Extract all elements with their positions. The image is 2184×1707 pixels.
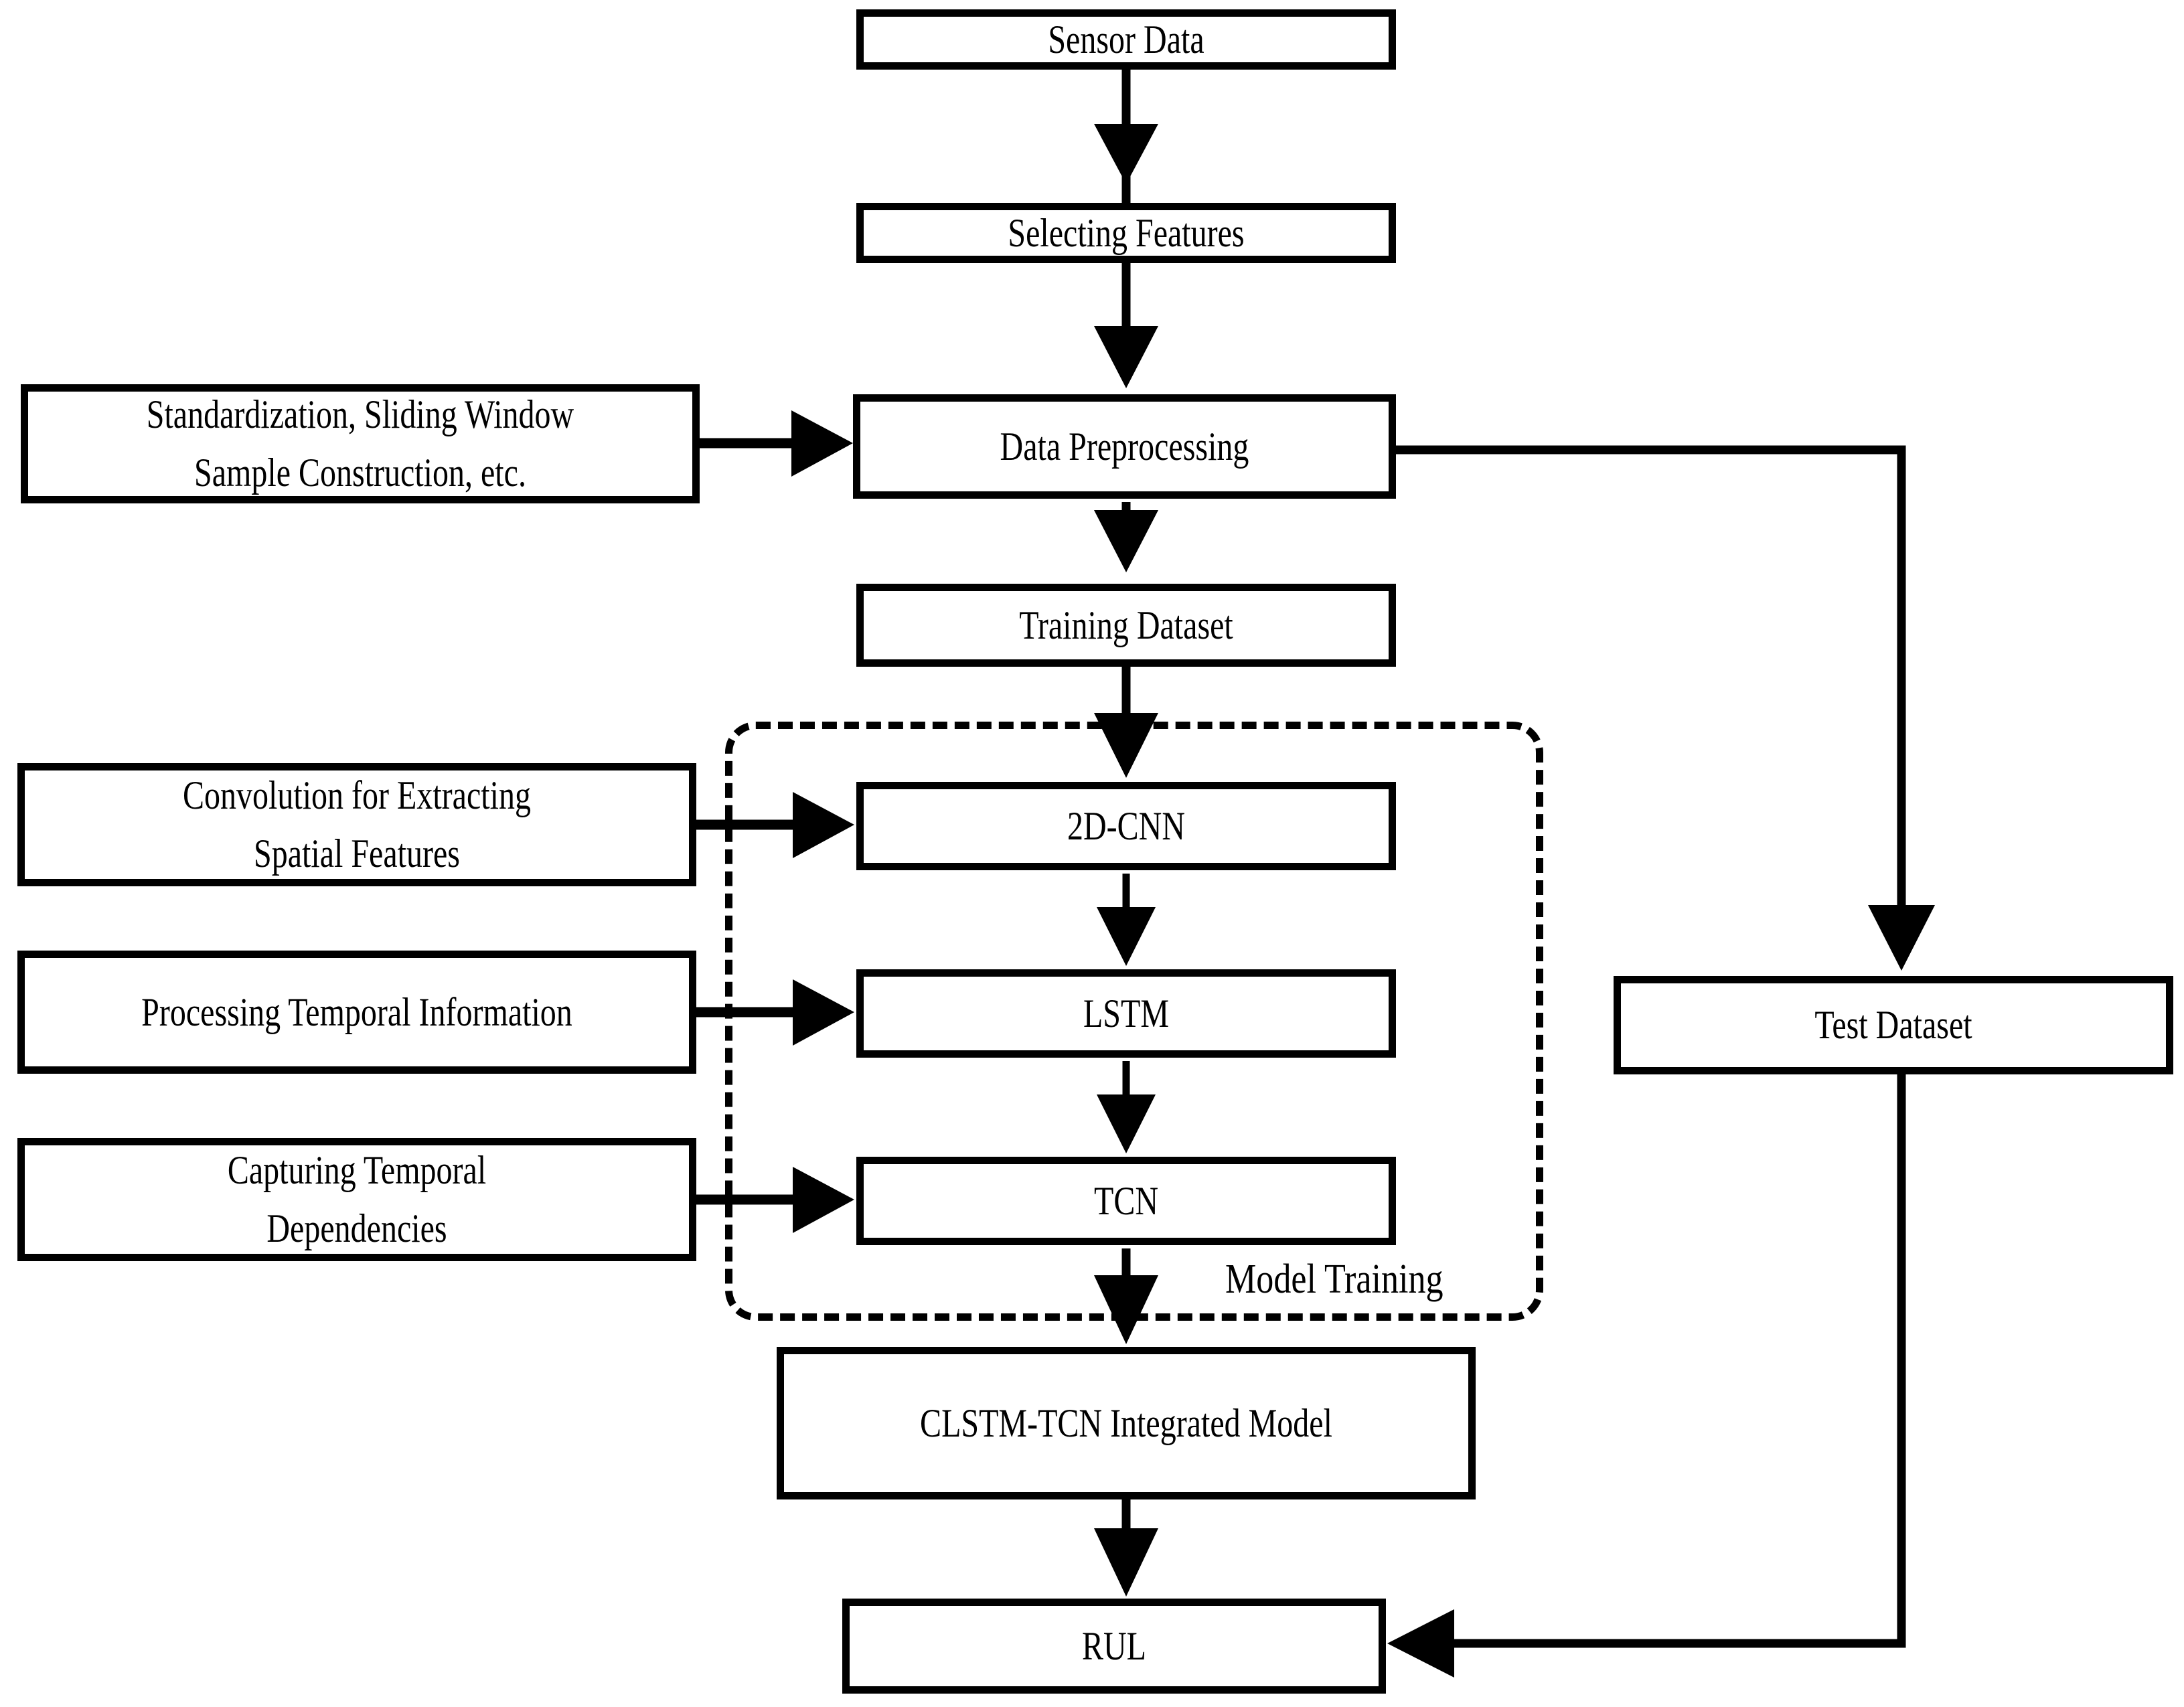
node-sensor-data-label: Sensor Data xyxy=(1048,17,1204,62)
edge-training-to-cnn xyxy=(1094,667,1158,778)
node-test-dataset[interactable]: Test Dataset xyxy=(1614,976,2173,1074)
model-training-group-label: Model Training xyxy=(1225,1256,1444,1302)
node-data-preprocessing-label: Data Preprocessing xyxy=(1000,424,1249,469)
node-selecting-features[interactable]: Selecting Features xyxy=(856,203,1396,263)
note-capturing-dependencies[interactable]: Capturing Temporal Dependencies xyxy=(17,1138,696,1261)
note-processing-temporal[interactable]: Processing Temporal Information xyxy=(17,951,696,1074)
edge-lstm-to-tcn xyxy=(1097,1061,1156,1153)
node-data-preprocessing[interactable]: Data Preprocessing xyxy=(853,394,1396,499)
edge-selecting-to-preprocessing xyxy=(1094,147,1158,388)
node-rul-label: RUL xyxy=(1082,1623,1146,1668)
edge-integrated-model-to-rul xyxy=(1094,1499,1158,1597)
node-tcn[interactable]: TCN xyxy=(856,1157,1396,1245)
edge-preprocessing-to-training xyxy=(1094,502,1158,572)
node-2d-cnn[interactable]: 2D-CNN xyxy=(856,782,1396,870)
node-2d-cnn-label: 2D-CNN xyxy=(1067,803,1185,848)
node-lstm-label: LSTM xyxy=(1083,991,1170,1036)
node-test-dataset-label: Test Dataset xyxy=(1814,1003,1972,1048)
note-standardization-label: Standardization, Sliding Window Sample C… xyxy=(146,392,574,495)
edge-standardization-to-preprocessing xyxy=(700,410,853,477)
node-sensor-data[interactable]: Sensor Data xyxy=(856,9,1396,70)
note-capturing-dependencies-label: Capturing Temporal Dependencies xyxy=(227,1148,487,1250)
edge-temporal-to-lstm xyxy=(696,979,854,1046)
note-standardization[interactable]: Standardization, Sliding Window Sample C… xyxy=(21,384,700,503)
edge-preprocessing-to-test-dataset xyxy=(1396,445,1935,971)
node-lstm[interactable]: LSTM xyxy=(856,969,1396,1058)
edge-cnn-to-lstm xyxy=(1097,874,1156,966)
note-processing-temporal-label: Processing Temporal Information xyxy=(141,989,572,1034)
edge-tcn-to-integrated-model xyxy=(1094,1248,1158,1344)
node-tcn-label: TCN xyxy=(1094,1178,1158,1223)
node-training-dataset-label: Training Dataset xyxy=(1019,602,1233,647)
node-integrated-model-label: CLSTM-TCN Integrated Model xyxy=(920,1400,1332,1445)
note-convolution-spatial-label: Convolution for Extracting Spatial Featu… xyxy=(183,773,531,876)
node-training-dataset[interactable]: Training Dataset xyxy=(856,584,1396,667)
edge-dependencies-to-tcn xyxy=(696,1167,854,1233)
note-convolution-spatial[interactable]: Convolution for Extracting Spatial Featu… xyxy=(17,763,696,886)
edge-test-dataset-to-rul xyxy=(1387,1074,1906,1678)
node-selecting-features-label: Selecting Features xyxy=(1008,210,1245,255)
edge-convolution-to-cnn xyxy=(696,792,854,858)
node-rul[interactable]: RUL xyxy=(842,1599,1386,1694)
node-integrated-model[interactable]: CLSTM-TCN Integrated Model xyxy=(777,1347,1476,1499)
